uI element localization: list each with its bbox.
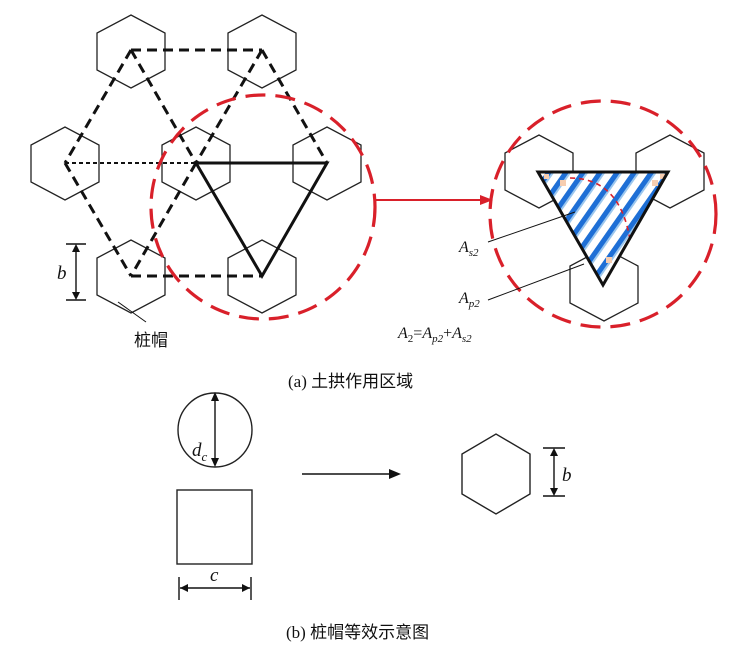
dimension-b-right-label: b (562, 465, 572, 486)
dashed-grid-lines (63, 48, 329, 278)
arch-zone-circle (149, 93, 377, 321)
equivalence-arrow (302, 469, 401, 479)
pile-area-cells (544, 174, 665, 263)
dimension-c-label: c (210, 565, 219, 586)
area-equation: A2=Ap2+As2 (397, 325, 472, 345)
detail-triangle (535, 170, 671, 289)
caption-b: (b) 桩帽等效示意图 (286, 623, 429, 642)
label-as2: As2 (458, 239, 479, 259)
figure-a: b 桩帽 (30, 14, 718, 391)
dimension-b-right (543, 447, 565, 497)
dimension-b-label: b (57, 263, 67, 284)
inner-arc (569, 177, 631, 241)
dimension-dc (211, 392, 219, 467)
caption-a: (a) 土拱作用区域 (288, 372, 413, 391)
as2-leader (487, 211, 576, 243)
dimension-b-left (66, 243, 86, 301)
square-cap (176, 489, 253, 565)
label-ap2: Ap2 (458, 290, 480, 310)
pile-cap-label: 桩帽 (134, 331, 168, 350)
dimension-c (178, 577, 252, 600)
equivalent-hexagon (461, 433, 531, 515)
soil-arch-area (538, 172, 668, 285)
arch-triangle (193, 161, 330, 279)
zoom-detail: As2 Ap2 A2=Ap2+As2 (397, 99, 718, 345)
cap-leader-line (117, 301, 147, 323)
zoom-arrow (376, 195, 493, 205)
dimension-dc-label: dc (192, 440, 208, 464)
ap2-leader (487, 263, 585, 301)
figure-b: dc c b (b) 桩帽等效示意图 (176, 392, 572, 642)
detail-circle (488, 99, 718, 329)
